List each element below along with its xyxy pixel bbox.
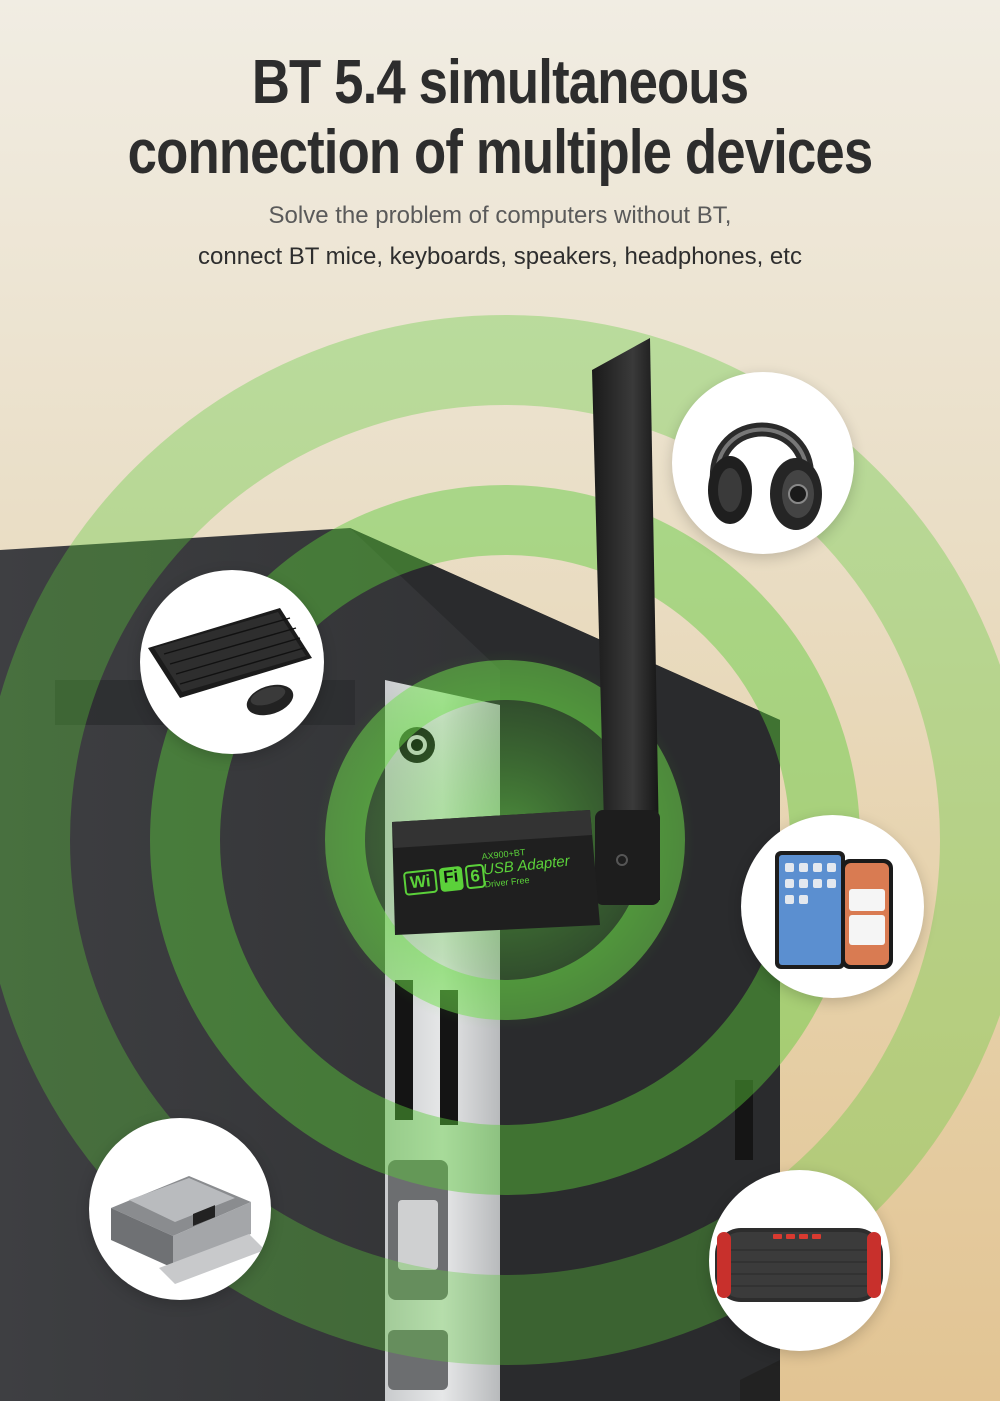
tablet-phone-icon — [775, 851, 893, 969]
wifi6-badge: Wi Fi 6 — [402, 863, 487, 896]
headphones-icon — [708, 422, 822, 530]
antenna — [592, 338, 660, 900]
printer-bubble — [89, 1118, 271, 1300]
headphones-bubble — [672, 372, 854, 554]
keyboard-mouse-icon — [148, 608, 312, 716]
speaker-icon — [715, 1228, 883, 1302]
product-scene: Wi Fi 6 AX900+BT USB Adapter Driver Free — [0, 300, 1000, 1401]
headline-line-2: connection of multiple devices — [127, 118, 874, 187]
subtitle-line-2: connect BT mice, keyboards, speakers, he… — [198, 243, 802, 270]
speaker-bubble — [709, 1170, 890, 1351]
headline-line-1: BT 5.4 simultaneous — [251, 48, 749, 117]
subtitle-line-1: Solve the problem of computers without B… — [268, 202, 732, 229]
headline: BT 5.4 simultaneous connection of multip… — [0, 48, 1000, 188]
signal-ring-outer — [0, 315, 1000, 1365]
printer-icon — [111, 1176, 265, 1284]
tablet-phone-bubble — [741, 815, 924, 998]
keyboard-mouse-bubble — [140, 570, 324, 754]
